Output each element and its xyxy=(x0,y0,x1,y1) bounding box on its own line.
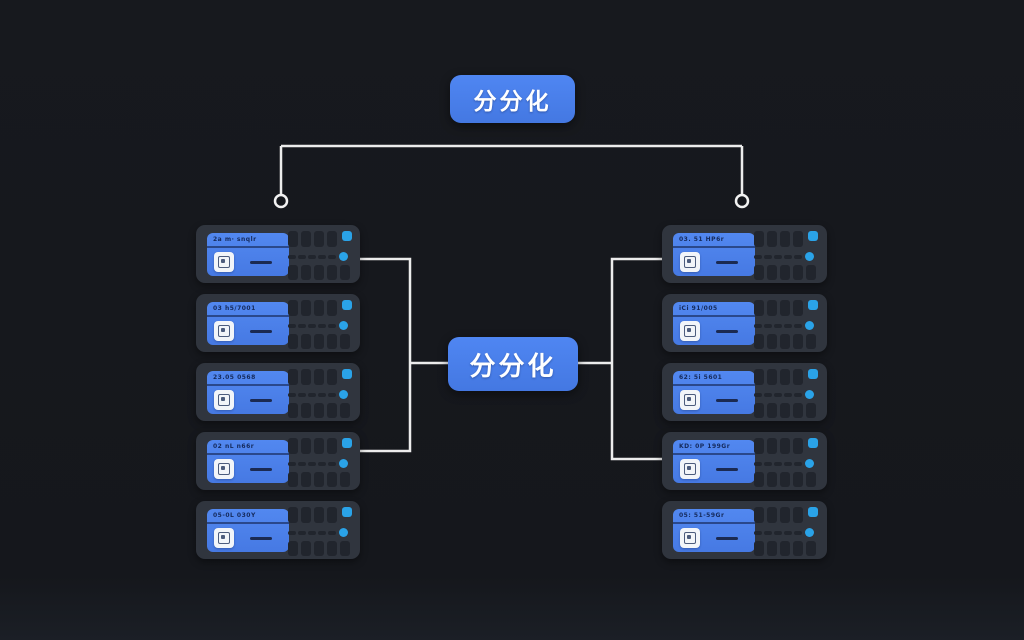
server-node-left-5[interactable]: 05-0L 030Y xyxy=(196,501,360,559)
document-chip-icon xyxy=(680,528,700,548)
server-node-left-2[interactable]: 03 h5/7001 xyxy=(196,294,360,352)
server-panel: iCi 91/005 xyxy=(673,302,755,345)
document-chip-icon xyxy=(680,252,700,272)
status-led-dot xyxy=(805,528,814,537)
vent-slots xyxy=(288,231,354,280)
status-led-dot xyxy=(805,390,814,399)
vent-slots xyxy=(288,300,354,349)
server-panel: 23.05 0568 xyxy=(207,371,289,414)
vent-slots xyxy=(288,369,354,418)
right-server-column: 03. 51 HP6r iCi 91/005 xyxy=(662,225,827,559)
panel-dash xyxy=(716,260,738,264)
vent-slots xyxy=(754,438,820,487)
server-panel-label: KD: 0P 199Gr xyxy=(673,440,755,455)
status-led-dot xyxy=(805,252,814,261)
server-node-right-5[interactable]: 05: 51-59Gr xyxy=(662,501,827,559)
server-node-right-2[interactable]: iCi 91/005 xyxy=(662,294,827,352)
right-bracket-line xyxy=(610,257,662,461)
status-led-square xyxy=(342,300,352,310)
status-led-square xyxy=(342,507,352,517)
status-led-square xyxy=(808,231,818,241)
status-led-dot xyxy=(339,321,348,330)
vent-slots xyxy=(754,369,820,418)
server-panel-label: 05-0L 030Y xyxy=(207,509,289,524)
server-panel-label: 05: 51-59Gr xyxy=(673,509,755,524)
server-panel: 2a m· snqlr xyxy=(207,233,289,276)
server-panel-label: iCi 91/005 xyxy=(673,302,755,317)
vent-slots xyxy=(754,231,820,280)
panel-dash xyxy=(716,536,738,540)
vent-slots xyxy=(754,300,820,349)
status-led-dot xyxy=(805,459,814,468)
vent-slots xyxy=(754,507,820,556)
panel-dash xyxy=(250,329,272,333)
server-panel-label: 62: 5i 5601 xyxy=(673,371,755,386)
status-led-dot xyxy=(339,528,348,537)
left-terminal-circle xyxy=(273,193,289,209)
server-node-left-3[interactable]: 23.05 0568 xyxy=(196,363,360,421)
server-panel: 05-0L 030Y xyxy=(207,509,289,552)
server-panel: 02 nL n66r xyxy=(207,440,289,483)
panel-dash xyxy=(716,329,738,333)
server-panel-label: 02 nL n66r xyxy=(207,440,289,455)
document-chip-icon xyxy=(680,321,700,341)
hub-node[interactable]: 分分化 xyxy=(448,337,578,391)
server-panel: 05: 51-59Gr xyxy=(673,509,755,552)
status-led-square xyxy=(342,369,352,379)
status-led-square xyxy=(808,438,818,448)
server-panel: 62: 5i 5601 xyxy=(673,371,755,414)
server-panel: 03 h5/7001 xyxy=(207,302,289,345)
server-node-right-3[interactable]: 62: 5i 5601 xyxy=(662,363,827,421)
right-terminal-circle xyxy=(734,193,750,209)
document-chip-icon xyxy=(214,252,234,272)
hub-node-label: 分分化 xyxy=(469,351,557,382)
panel-dash xyxy=(716,398,738,402)
status-led-square xyxy=(342,438,352,448)
server-panel-label: 23.05 0568 xyxy=(207,371,289,386)
server-node-right-1[interactable]: 03. 51 HP6r xyxy=(662,225,827,283)
panel-dash xyxy=(716,467,738,471)
panel-dash xyxy=(250,536,272,540)
server-panel: 03. 51 HP6r xyxy=(673,233,755,276)
document-chip-icon xyxy=(680,459,700,479)
left-bracket-line xyxy=(360,257,412,453)
document-chip-icon xyxy=(680,390,700,410)
server-panel-label: 2a m· snqlr xyxy=(207,233,289,248)
status-led-dot xyxy=(805,321,814,330)
root-node[interactable]: 分分化 xyxy=(450,75,575,123)
server-node-left-1[interactable]: 2a m· snqlr xyxy=(196,225,360,283)
left-server-column: 2a m· snqlr 03 h5/7001 xyxy=(196,225,360,559)
status-led-dot xyxy=(339,252,348,261)
server-panel: KD: 0P 199Gr xyxy=(673,440,755,483)
status-led-square xyxy=(808,369,818,379)
panel-dash xyxy=(250,467,272,471)
server-node-right-4[interactable]: KD: 0P 199Gr xyxy=(662,432,827,490)
status-led-dot xyxy=(339,459,348,468)
server-panel-label: 03. 51 HP6r xyxy=(673,233,755,248)
root-node-label: 分分化 xyxy=(473,89,552,115)
server-node-left-4[interactable]: 02 nL n66r xyxy=(196,432,360,490)
panel-dash xyxy=(250,398,272,402)
status-led-square xyxy=(342,231,352,241)
document-chip-icon xyxy=(214,321,234,341)
document-chip-icon xyxy=(214,459,234,479)
vent-slots xyxy=(288,438,354,487)
document-chip-icon xyxy=(214,528,234,548)
status-led-square xyxy=(808,300,818,310)
status-led-dot xyxy=(339,390,348,399)
document-chip-icon xyxy=(214,390,234,410)
panel-dash xyxy=(250,260,272,264)
server-panel-label: 03 h5/7001 xyxy=(207,302,289,317)
status-led-square xyxy=(808,507,818,517)
vent-slots xyxy=(288,507,354,556)
